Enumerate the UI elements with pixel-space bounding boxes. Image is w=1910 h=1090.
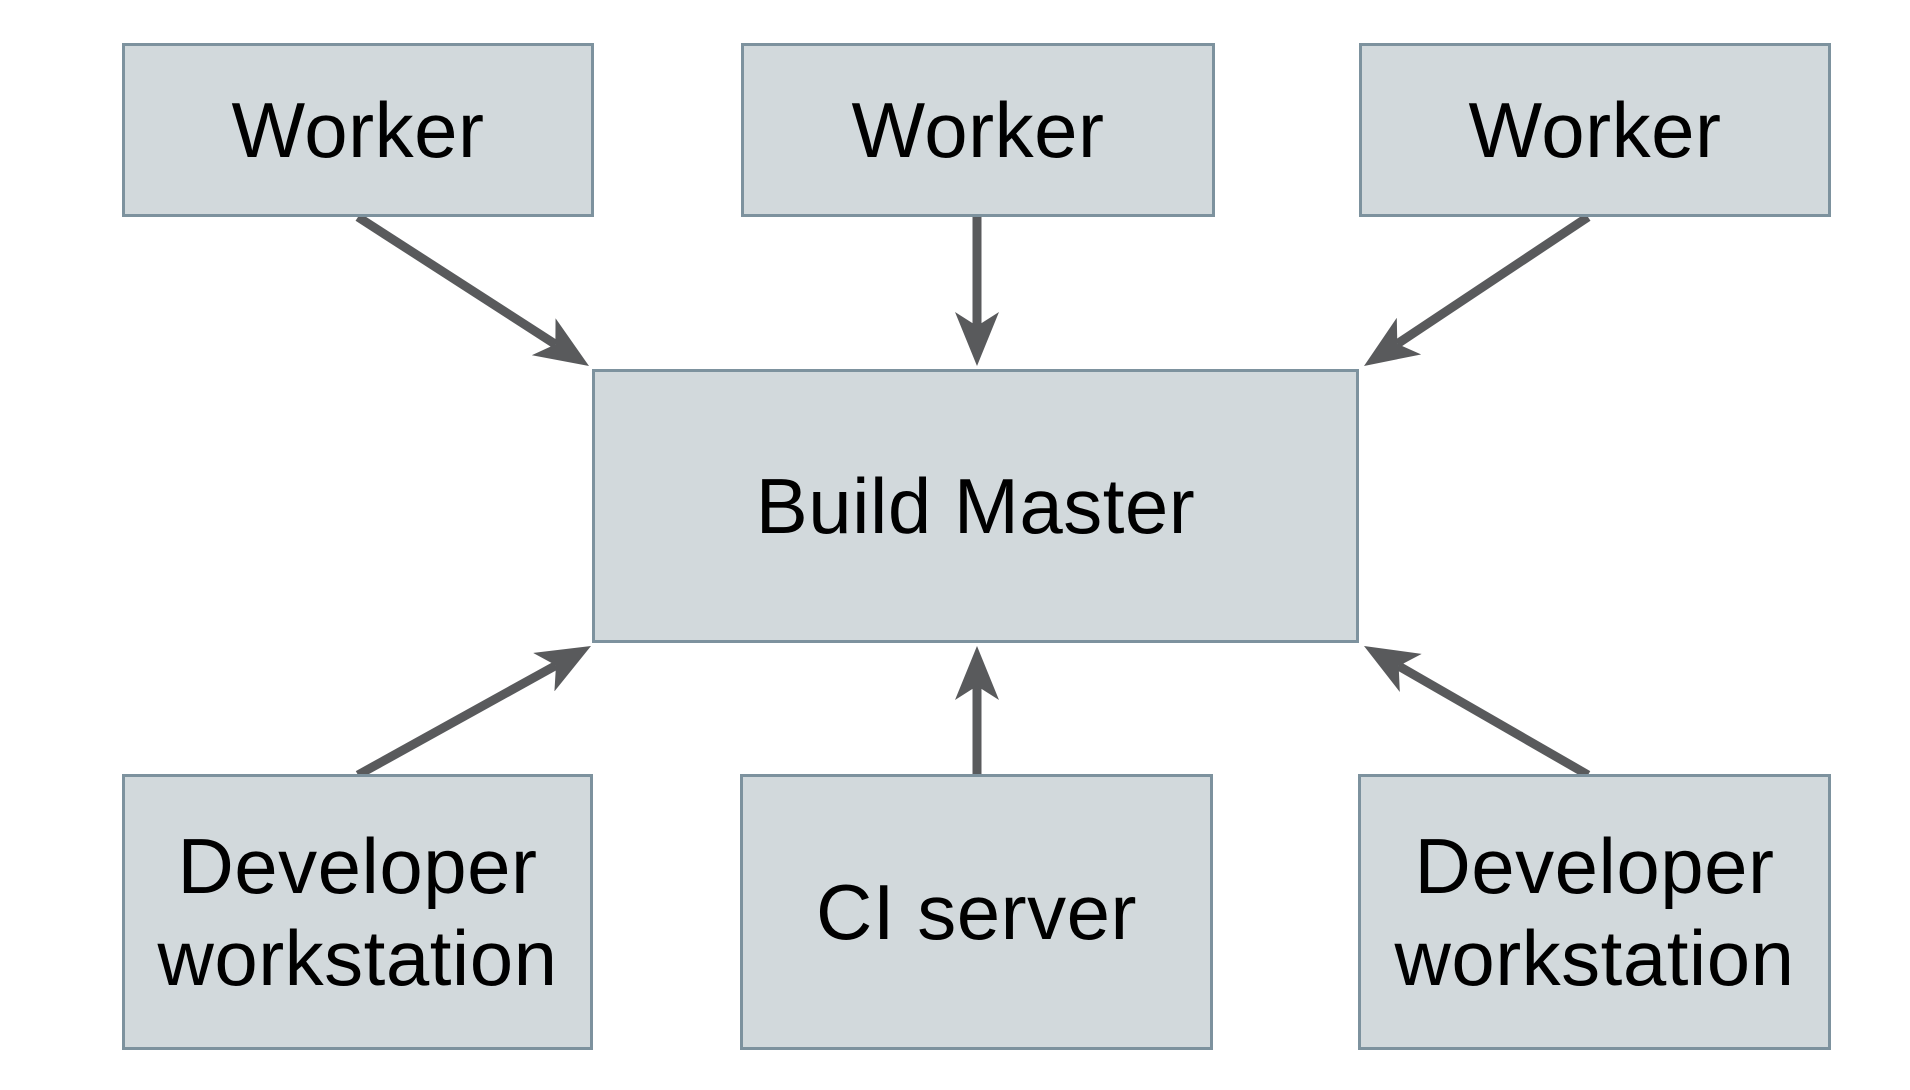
arrow-worker3-to-buildmaster — [1363, 213, 1591, 366]
arrow-devworkstation-left-to-buildmaster — [355, 646, 592, 779]
node-worker-3: Worker — [1359, 43, 1831, 217]
node-developer-workstation-right: Developer workstation — [1358, 774, 1831, 1050]
arrow-devworkstation-right-to-buildmaster — [1363, 645, 1591, 779]
arrow-worker1-to-buildmaster — [355, 213, 589, 366]
node-worker-2: Worker — [741, 43, 1215, 217]
node-ci-server: CI server — [740, 774, 1213, 1050]
node-worker-1: Worker — [122, 43, 594, 217]
node-build-master: Build Master — [592, 369, 1359, 643]
node-developer-workstation-left: Developer workstation — [122, 774, 593, 1050]
